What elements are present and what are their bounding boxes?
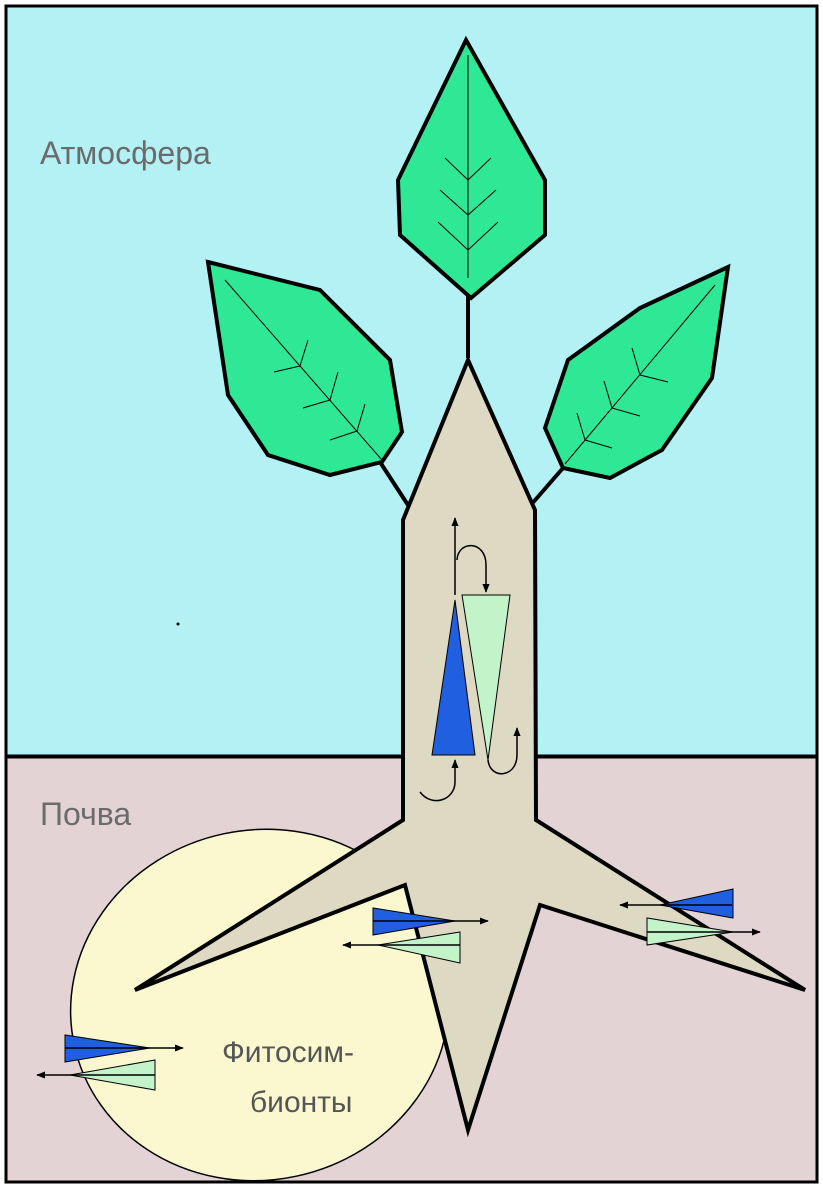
phytosymbionts-label-line1: Фитосим-: [222, 1036, 354, 1069]
atmosphere-label: Атмосфера: [40, 135, 211, 171]
phytosymbionts-label-line2: бионты: [250, 1086, 353, 1119]
stray-dot: [177, 623, 180, 626]
soil-label: Почва: [40, 796, 131, 832]
